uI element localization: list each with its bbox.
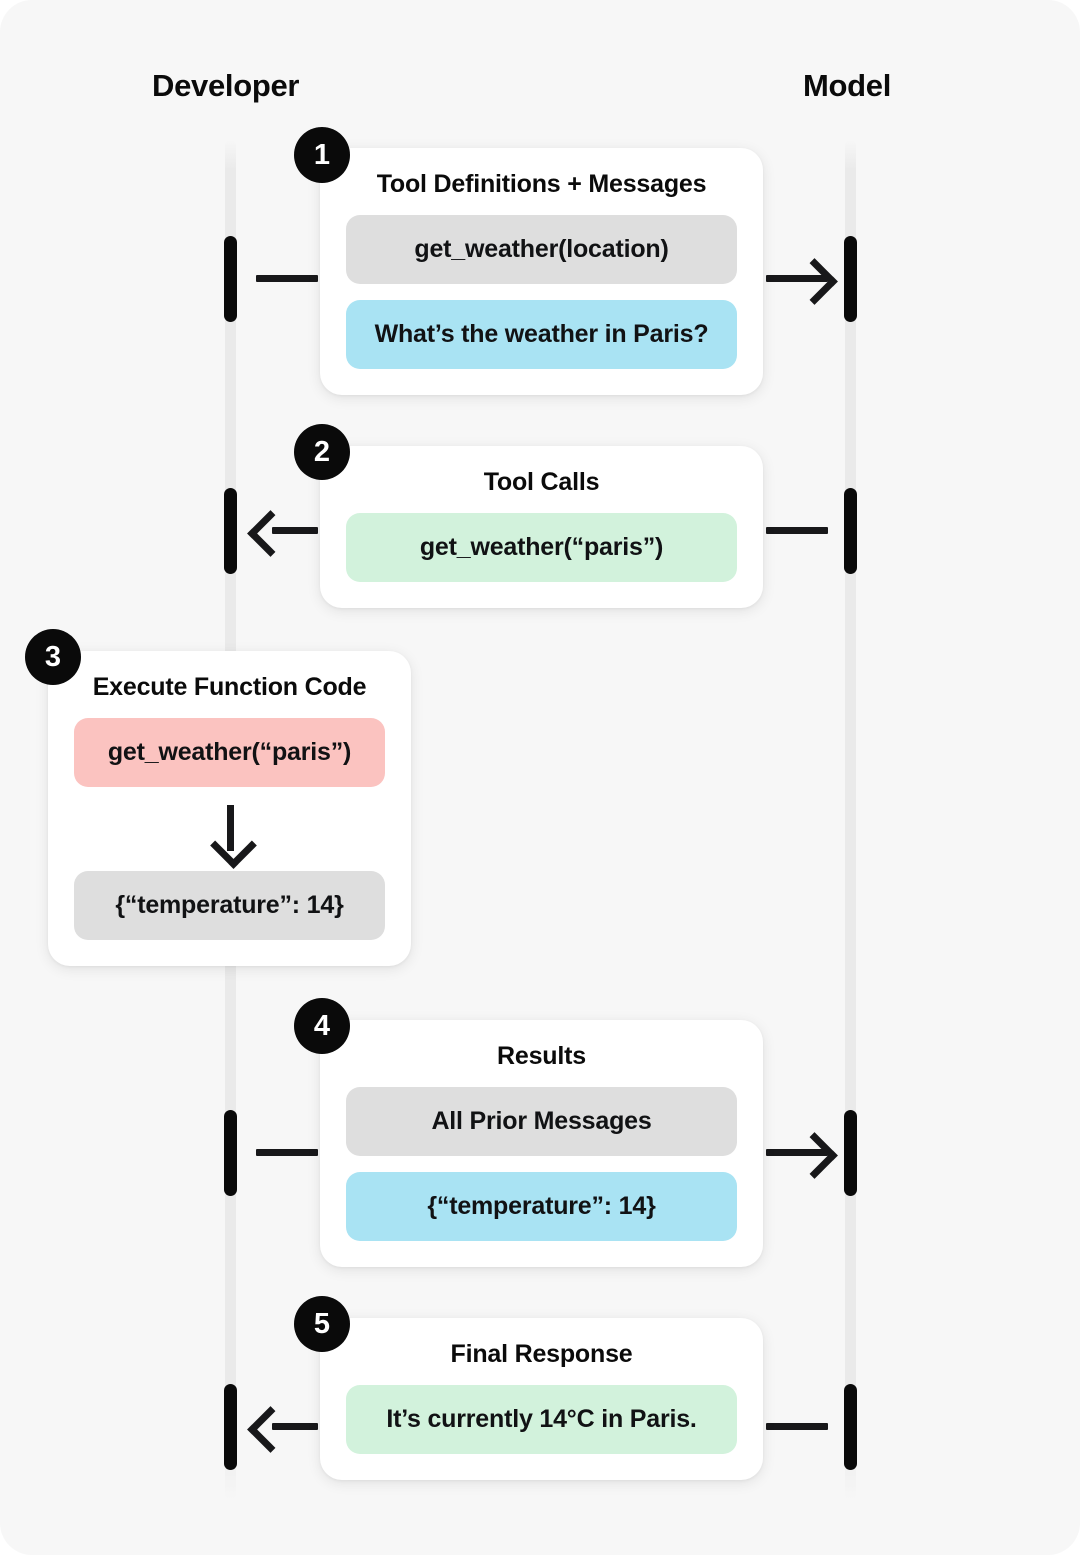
connector-stem-2-right [766, 527, 828, 534]
step-card-1[interactable]: Tool Definitions + Messages get_weather(… [320, 148, 763, 395]
connector-stem-1-right [766, 275, 828, 282]
down-arrow-head [209, 822, 257, 869]
step-badge-1: 1 [294, 127, 350, 183]
activation-bar-model-4 [844, 1110, 857, 1196]
message-pill-result-payload: {“temperature”: 14} [346, 1172, 737, 1241]
message-pill-tool-definition: get_weather(location) [346, 215, 737, 284]
connector-stem-4-left [256, 1149, 318, 1156]
activation-bar-developer-4 [224, 1110, 237, 1196]
down-arrow-stem [226, 805, 234, 851]
message-pill-final-answer: It’s currently 14°C in Paris. [346, 1385, 737, 1454]
down-arrow-icon [74, 803, 385, 869]
step-badge-4: 4 [294, 998, 350, 1054]
activation-bar-model-2 [844, 488, 857, 574]
message-pill-prior-messages: All Prior Messages [346, 1087, 737, 1156]
column-header-developer: Developer [152, 68, 300, 103]
lifeline-model [845, 140, 856, 1500]
step-title-3: Execute Function Code [92, 673, 367, 701]
connector-stem-5-right [766, 1423, 828, 1430]
activation-bar-developer-2 [224, 488, 237, 574]
arrowhead-left-5 [247, 1406, 294, 1453]
message-pill-function-result: {“temperature”: 14} [74, 871, 385, 940]
step-title-5: Final Response [450, 1340, 633, 1368]
step-card-3[interactable]: Execute Function Code get_weather(“paris… [48, 651, 411, 966]
activation-bar-model-5 [844, 1384, 857, 1470]
message-pill-user-question: What’s the weather in Paris? [346, 300, 737, 369]
connector-stem-5-left [272, 1423, 318, 1430]
step-title-4: Results [497, 1042, 586, 1070]
step-badge-5: 5 [294, 1296, 350, 1352]
activation-bar-model-1 [844, 236, 857, 322]
message-pill-executed-call: get_weather(“paris”) [74, 718, 385, 787]
step-card-2[interactable]: Tool Calls get_weather(“paris”) [320, 446, 763, 608]
step-card-5[interactable]: Final Response It’s currently 14°C in Pa… [320, 1318, 763, 1480]
connector-stem-2-left [272, 527, 318, 534]
step-title-2: Tool Calls [483, 468, 600, 496]
message-pill-tool-call: get_weather(“paris”) [346, 513, 737, 582]
arrowhead-left-2 [247, 510, 294, 557]
column-header-model: Model [803, 68, 892, 103]
arrowhead-right-4 [791, 1132, 838, 1179]
step-title-1: Tool Definitions + Messages [376, 170, 707, 198]
step-badge-3: 3 [25, 629, 81, 685]
connector-stem-4-right [766, 1149, 828, 1156]
step-badge-2: 2 [294, 424, 350, 480]
arrowhead-right-1 [791, 258, 838, 305]
activation-bar-developer-1 [224, 236, 237, 322]
step-card-4[interactable]: Results All Prior Messages {“temperature… [320, 1020, 763, 1267]
activation-bar-developer-5 [224, 1384, 237, 1470]
connector-stem-1-left [256, 275, 318, 282]
